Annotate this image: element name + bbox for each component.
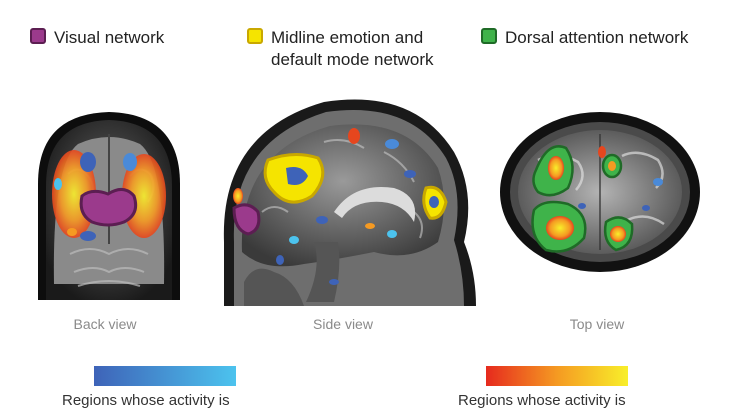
legend-dorsal-network: Dorsal attention network (481, 27, 688, 49)
side-view-brain-image (223, 99, 476, 306)
legend-visual-network: Visual network (30, 27, 164, 49)
legend-midline-network: Midline emotion and default mode network (247, 27, 434, 71)
back-view-brain-image (18, 104, 200, 304)
top-view-label: Top view (569, 316, 625, 332)
back-view-label: Back view (73, 316, 137, 332)
side-view-label: Side view (313, 316, 373, 332)
warm-scale-caption: Regions whose activity is (458, 392, 626, 409)
midline-network-label-line2: default mode network (271, 50, 434, 69)
dorsal-network-label: Dorsal attention network (505, 28, 689, 47)
visual-network-swatch (30, 28, 46, 44)
cool-color-scale (94, 366, 236, 386)
top-view-brain-image (500, 112, 700, 272)
midline-network-swatch (247, 28, 263, 44)
visual-network-label: Visual network (54, 28, 165, 47)
dorsal-network-swatch (481, 28, 497, 44)
midline-network-label-line1: Midline emotion and (271, 28, 424, 47)
cool-scale-caption: Regions whose activity is (62, 392, 230, 409)
warm-color-scale (486, 366, 628, 386)
